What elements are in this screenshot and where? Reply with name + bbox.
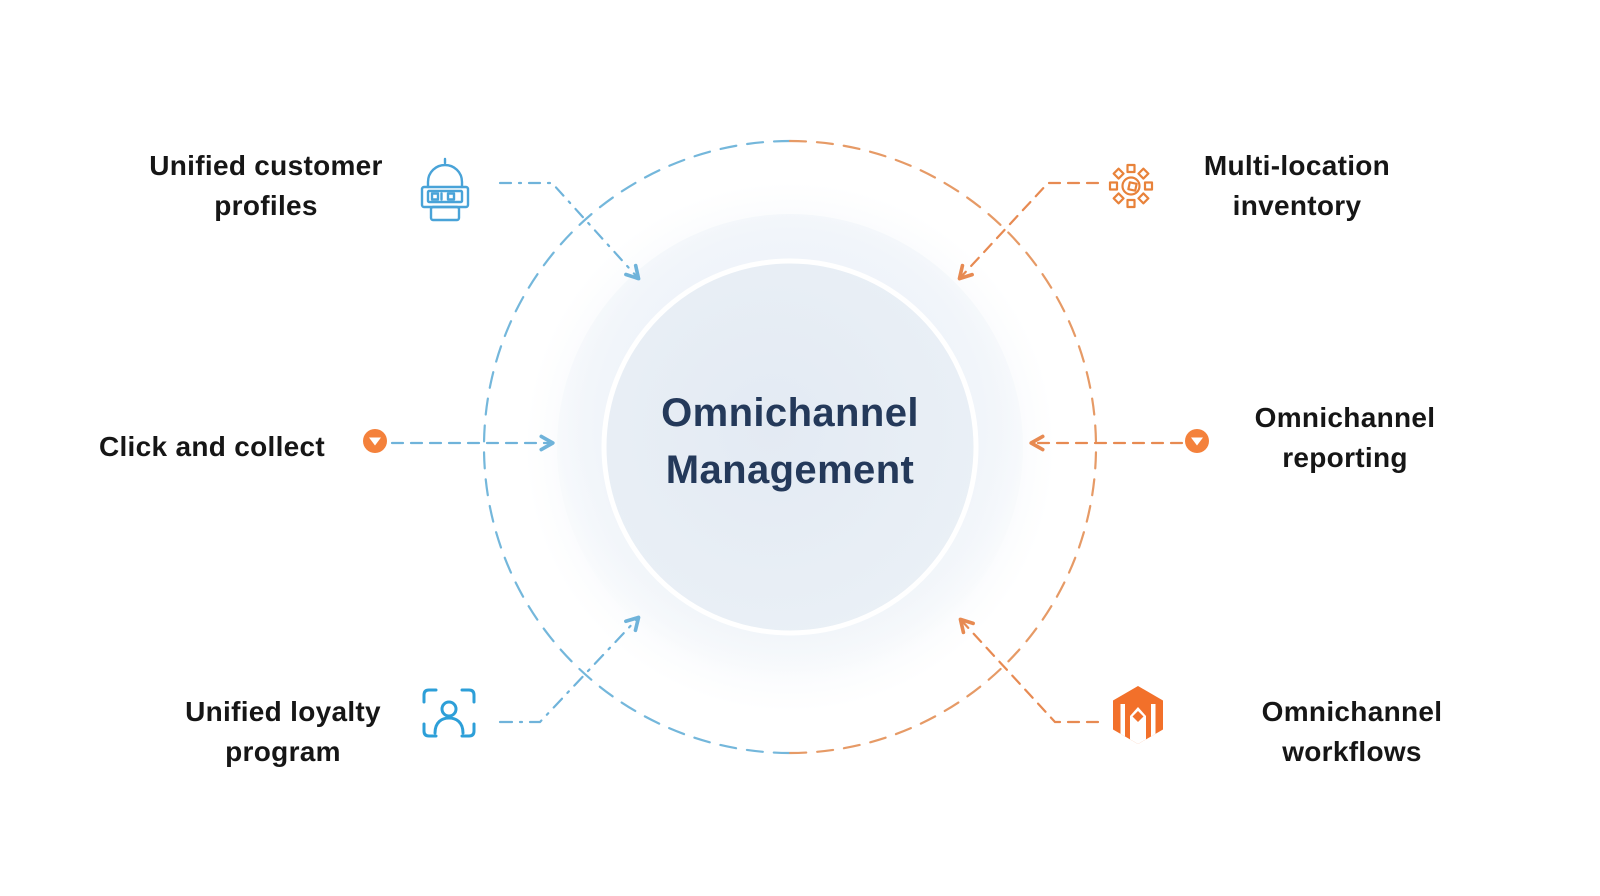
connector-multi-location-inventory <box>957 181 1100 281</box>
orange-dot-marker-left <box>363 429 387 453</box>
connector-unified-customer-profiles <box>498 181 641 281</box>
orange-dot-marker-right <box>1185 429 1209 453</box>
center-title-line2: Management <box>665 448 915 492</box>
label-unified-customer-profiles: Unified customer profiles <box>149 150 383 221</box>
label-multi-location-inventory: Multi-location inventory <box>1203 150 1391 221</box>
label-omnichannel-workflows: Omnichannel workflows <box>1261 696 1443 767</box>
dashed-ring-right-orange <box>788 139 1098 755</box>
loyalty-member-icon <box>422 688 476 738</box>
commerce-box-icon <box>1113 686 1163 744</box>
label-unified-loyalty-program: Unified loyalty program <box>185 696 381 767</box>
pos-terminal-icon <box>420 157 470 222</box>
distribution-hub-icon <box>1108 163 1154 209</box>
label-omnichannel-reporting: Omnichannel reporting <box>1254 402 1436 473</box>
connector-unified-loyalty-program <box>498 615 641 724</box>
center-title-line1: Omnichannel <box>661 391 919 435</box>
label-click-and-collect: Click and collect <box>98 431 326 462</box>
connector-omnichannel-workflows <box>958 617 1100 724</box>
dashed-ring-left-blue <box>482 139 792 755</box>
center-circle <box>601 258 979 636</box>
center-hub: Omnichannel Management <box>590 385 990 499</box>
